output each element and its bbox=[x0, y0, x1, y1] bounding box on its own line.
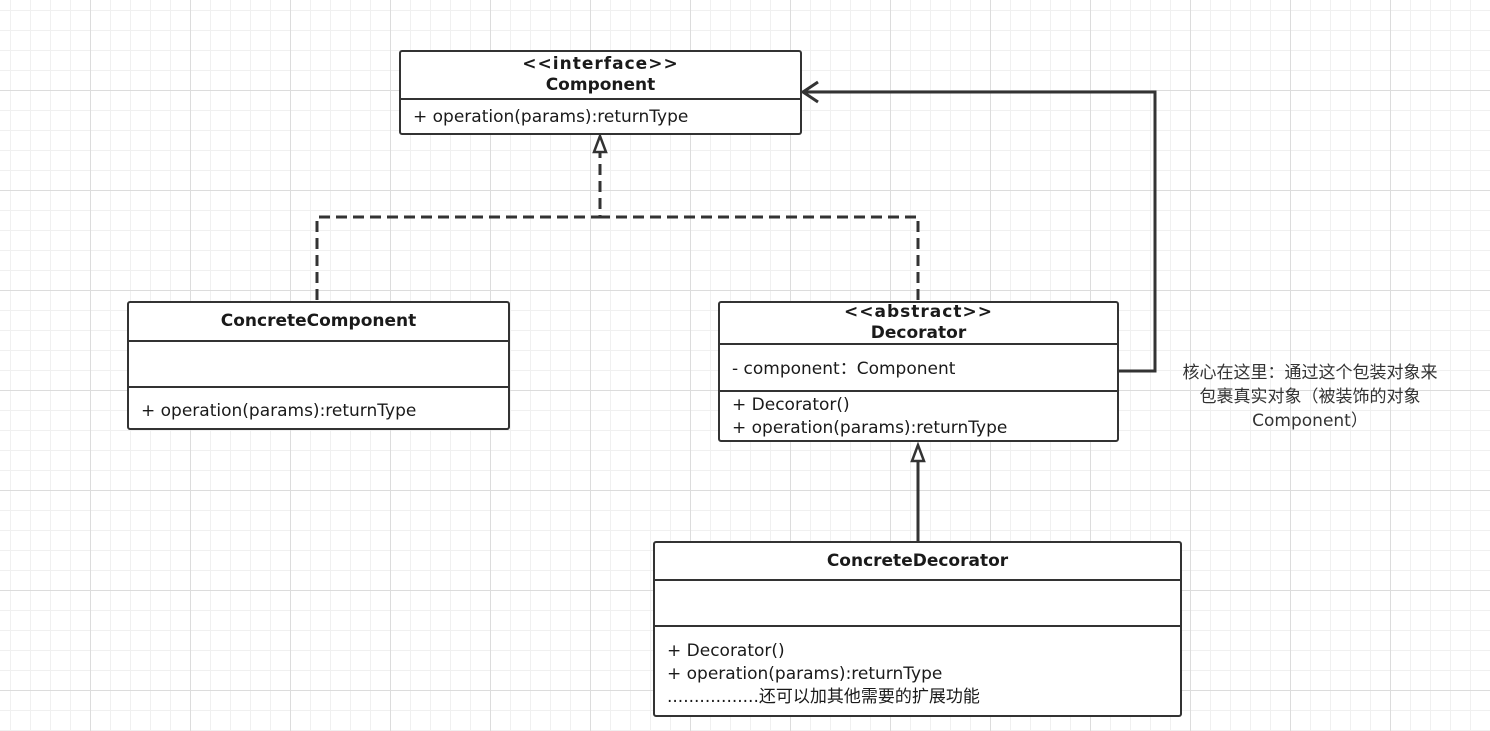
concretecomponent-operations: + operation(params):returnType bbox=[129, 386, 508, 428]
note-line-2: 包裹真实对象（被装饰的对象 bbox=[1199, 387, 1421, 407]
concretecomponent-name: ConcreteComponent bbox=[220, 311, 417, 331]
decorator-operation: + operation(params):returnType bbox=[732, 418, 1008, 438]
decorator-field: - component：Component bbox=[732, 359, 956, 379]
note-line-3: Component） bbox=[1252, 411, 1368, 431]
component-operation: + operation(params):returnType bbox=[413, 107, 689, 127]
decorator-constructor: + Decorator() bbox=[732, 395, 850, 415]
component-header: <<interface>> Component bbox=[401, 52, 800, 98]
association-arrowhead bbox=[800, 80, 819, 104]
decorator-attributes: - component：Component bbox=[720, 343, 1117, 390]
decorator-operations: + Decorator() + operation(params):return… bbox=[720, 390, 1117, 440]
generalization-arrowhead bbox=[910, 441, 926, 463]
concretecomponent-header: ConcreteComponent bbox=[129, 303, 508, 340]
decorator-stereotype: <<abstract>> bbox=[844, 302, 993, 322]
concretecomponent-operation: + operation(params):returnType bbox=[141, 401, 417, 421]
concretedecorator-class[interactable]: ConcreteDecorator + Decorator() + operat… bbox=[653, 541, 1182, 717]
component-name: Component bbox=[545, 75, 656, 95]
association-edge-component bbox=[803, 90, 1157, 373]
decorator-name: Decorator bbox=[870, 323, 967, 343]
realization-edge-decorator bbox=[600, 215, 920, 300]
concretedecorator-attributes bbox=[655, 579, 1180, 625]
component-class[interactable]: <<interface>> Component + operation(para… bbox=[399, 50, 802, 135]
concretedecorator-name: ConcreteDecorator bbox=[826, 550, 1009, 571]
realization-arrowhead bbox=[592, 132, 608, 154]
concretecomponent-attributes bbox=[129, 340, 508, 386]
decorator-header: <<abstract>> Decorator bbox=[720, 302, 1117, 343]
realization-edge-concretecomponent bbox=[315, 150, 602, 300]
component-operations: + operation(params):returnType bbox=[401, 98, 800, 133]
concretedecorator-constructor: + Decorator() bbox=[667, 641, 785, 661]
decorator-class[interactable]: <<abstract>> Decorator - component：Compo… bbox=[718, 301, 1119, 442]
concretedecorator-extension: .................还可以加其他需要的扩展功能 bbox=[667, 687, 980, 707]
core-note: 核心在这里：通过这个包装对象来 包裹真实对象（被装饰的对象 Component） bbox=[1160, 361, 1460, 433]
component-stereotype: <<interface>> bbox=[522, 54, 679, 74]
concretedecorator-operation: + operation(params):returnType bbox=[667, 664, 943, 684]
concretedecorator-operations: + Decorator() + operation(params):return… bbox=[655, 625, 1180, 715]
concretecomponent-class[interactable]: ConcreteComponent + operation(params):re… bbox=[127, 301, 510, 430]
concretedecorator-header: ConcreteDecorator bbox=[655, 543, 1180, 579]
note-line-1: 核心在这里：通过这个包装对象来 bbox=[1182, 363, 1438, 383]
